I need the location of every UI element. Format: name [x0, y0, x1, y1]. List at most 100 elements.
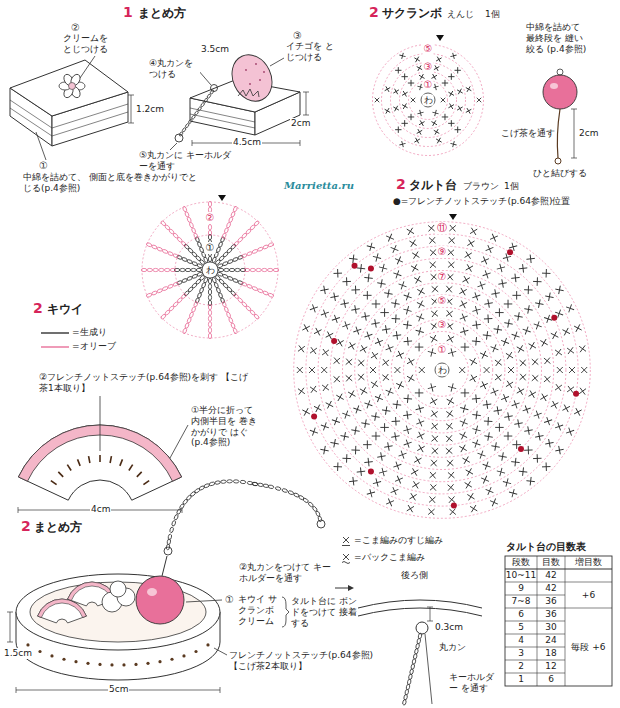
chain-link — [157, 247, 163, 252]
stitch-x — [467, 493, 474, 500]
chain-link — [230, 290, 236, 296]
stitch-x — [409, 240, 416, 247]
french-knot-dot — [507, 249, 513, 255]
note-text: 1個 — [503, 181, 520, 192]
stitch-x — [555, 446, 563, 454]
stitch-count-table — [505, 556, 612, 686]
table-cell: 10~11 — [505, 569, 537, 582]
stitch-x — [412, 252, 419, 259]
stitch-x — [330, 293, 338, 301]
stitch-x — [442, 80, 448, 86]
kiwi-seed — [137, 472, 142, 477]
chain-stitch — [176, 272, 203, 285]
stitch-x — [417, 110, 423, 116]
chain-link — [194, 110, 199, 115]
table-cell: 9 — [505, 582, 537, 595]
chain-link — [184, 322, 189, 328]
legend-tilde — [342, 561, 350, 563]
stitch-x — [402, 103, 408, 109]
stitch-x — [448, 262, 455, 269]
stitch-x — [395, 127, 401, 133]
chain-link — [162, 286, 168, 291]
stitch-x — [477, 281, 485, 289]
dimension-tick — [192, 140, 193, 146]
stitch-x — [484, 314, 492, 322]
dimension-line — [306, 92, 307, 115]
table-cell: 24 — [537, 634, 565, 647]
stitch-x — [349, 477, 357, 485]
stitch-x — [404, 292, 412, 300]
french-knot-dot — [518, 446, 524, 452]
stitch-x — [430, 262, 437, 269]
chain-stitch — [184, 244, 206, 266]
stitch-x — [360, 345, 367, 352]
stitch-x — [395, 67, 401, 73]
stitch-x — [551, 332, 559, 340]
stitch-x — [357, 264, 365, 272]
stitch-x — [396, 351, 404, 359]
thread-knot — [555, 158, 561, 164]
table-cell: 18 — [537, 647, 565, 660]
kiwi-seed — [110, 456, 111, 463]
dimension-line — [571, 109, 577, 158]
stitch-x — [414, 457, 421, 464]
stitch-x — [457, 89, 463, 95]
stitch-x — [562, 328, 570, 336]
leader-line — [170, 143, 177, 150]
stitch-x — [441, 98, 446, 103]
stitch-x — [448, 348, 456, 356]
keychain — [179, 89, 215, 136]
chain-link — [246, 284, 252, 289]
stitch-x — [447, 335, 454, 342]
row-guide — [367, 295, 517, 445]
stitch-x — [495, 374, 502, 381]
chain-stitch — [208, 304, 211, 339]
tart-rim — [16, 574, 220, 650]
stitch-x — [460, 314, 468, 322]
chain-link — [224, 268, 230, 271]
table-cell: 36 — [537, 608, 565, 621]
stitch-x — [472, 321, 480, 329]
chain-link — [174, 514, 179, 520]
chain-link — [157, 288, 163, 293]
row-guide — [343, 271, 542, 470]
strawberry-seed — [249, 83, 251, 85]
chain-link — [160, 220, 166, 226]
leader-line — [36, 132, 46, 160]
stitch-x — [351, 286, 359, 294]
stitch-x — [343, 554, 349, 560]
french-knot — [146, 662, 149, 665]
row-guide — [379, 307, 505, 433]
tart-rim-back — [358, 608, 482, 616]
dimension-tick — [427, 607, 433, 608]
row-number: ② — [205, 212, 216, 224]
stitch-x — [404, 440, 412, 448]
french-knot — [86, 662, 89, 665]
cake-top — [10, 60, 128, 116]
stitch-x — [321, 367, 327, 373]
chain-link — [231, 211, 236, 217]
french-knot-dot — [551, 315, 557, 321]
stitch-x — [309, 367, 315, 373]
stitch-x — [428, 225, 434, 231]
stitch-x — [417, 288, 424, 295]
kiwi-seed — [51, 481, 57, 485]
french-knot — [74, 660, 77, 663]
stitch-x — [363, 291, 371, 299]
chain-link — [209, 482, 215, 487]
chain-stitch — [212, 277, 225, 304]
stitch-x — [417, 301, 425, 309]
stitch-x — [498, 279, 506, 287]
stitch-x — [447, 460, 454, 467]
chain-link — [196, 268, 202, 271]
table-rule — [505, 647, 565, 648]
stitch-x — [411, 98, 416, 103]
dimension: 0.3cm — [434, 622, 464, 633]
section-number: 2 — [20, 518, 32, 535]
note-text: ④丸カンを つける — [148, 58, 200, 80]
stitch-x — [465, 481, 472, 488]
chain-link — [208, 333, 211, 339]
chain-link — [226, 222, 231, 228]
french-knot — [182, 654, 185, 657]
stitch-x — [411, 468, 418, 475]
